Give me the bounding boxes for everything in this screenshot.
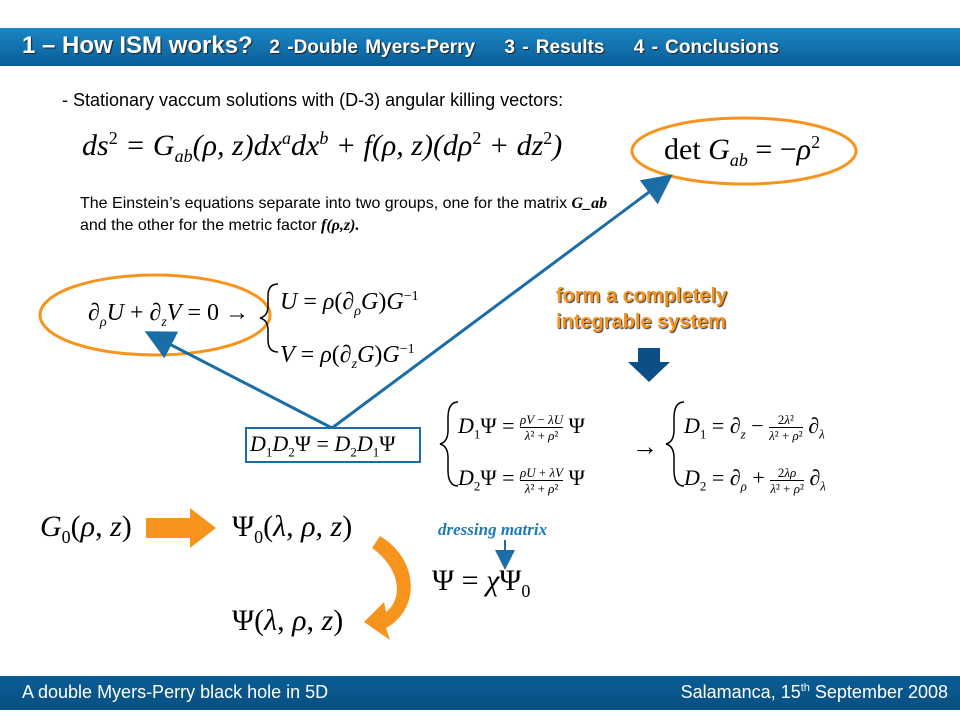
para-line-a: The Einstein’s equations separate into t… [80, 195, 568, 212]
footer-bar: A double Myers-Perry black hole in 5D Sa… [0, 676, 960, 710]
v-definition: V = ρ(∂zG)G−1 [280, 341, 415, 372]
arrow-to-divergence [144, 331, 333, 430]
dressing-equation: Ψ = χΨ0 [432, 564, 531, 601]
section-3[interactable]: 3 - Results [504, 37, 605, 58]
lax-brace [439, 401, 459, 487]
down-arrow-icon [628, 348, 670, 382]
title-bar: 1 – How ISM works? 2 -Double Myers-Perry… [0, 28, 960, 66]
commutator-box [245, 427, 421, 463]
para-line-b: and the other for the metric factor [80, 217, 317, 234]
curved-orange-arrow-icon [364, 536, 411, 640]
u-definition: U = ρ(∂ρG)G−1 [280, 289, 419, 319]
implies-arrow: → [632, 432, 658, 461]
seed-metric: G0(ρ, z) [40, 510, 132, 547]
para-gab: G_ab [571, 195, 608, 212]
integrable-line-1: form a completely [556, 285, 728, 307]
section-active[interactable]: 1 – How ISM works? [22, 32, 253, 59]
intro-line: - Stationary vaccum solutions with (D-3)… [62, 90, 564, 110]
final-psi: Ψ(λ, ρ, z) [232, 604, 344, 637]
integrable-label: form a completely integrable system [556, 283, 727, 335]
section-4[interactable]: 4 - Conclusions [633, 37, 780, 58]
einstein-paragraph: The Einstein’s equations separate into t… [80, 193, 607, 237]
footer-title: A double Myers-Perry black hole in 5D [22, 682, 329, 702]
integrable-line-2: integrable system [556, 311, 727, 333]
seed-psi: Ψ0(λ, ρ, z) [232, 510, 353, 547]
orange-right-arrow-icon [146, 508, 216, 548]
divergence-equation: ∂ρU + ∂zV = 0 → [88, 300, 250, 330]
det-equation: det Gab = −ρ2 [664, 132, 821, 170]
metric-equation: ds2 = Gab(ρ, z)dxadxb + f(ρ, z)(dρ2 + dz… [82, 128, 563, 166]
para-f: f(ρ,z). [321, 217, 360, 234]
section-nav: 1 – How ISM works? 2 -Double Myers-Perry… [22, 32, 801, 60]
det-ellipse [630, 116, 858, 186]
divergence-ellipse [38, 273, 272, 357]
op-brace [665, 401, 685, 487]
uv-system: U = ρ(∂ρG)G−1 V = ρ(∂zG)G−1 [280, 278, 419, 384]
section-2[interactable]: 2 -Double Myers-Perry [269, 37, 476, 58]
footer-date: Salamanca, 15th September 2008 [680, 682, 948, 702]
dressing-label: dressing matrix [438, 520, 548, 539]
commutator-equation: D1D2Ψ = D2D1Ψ [250, 431, 396, 460]
uv-brace [259, 283, 279, 353]
arrow-to-det [331, 174, 673, 430]
